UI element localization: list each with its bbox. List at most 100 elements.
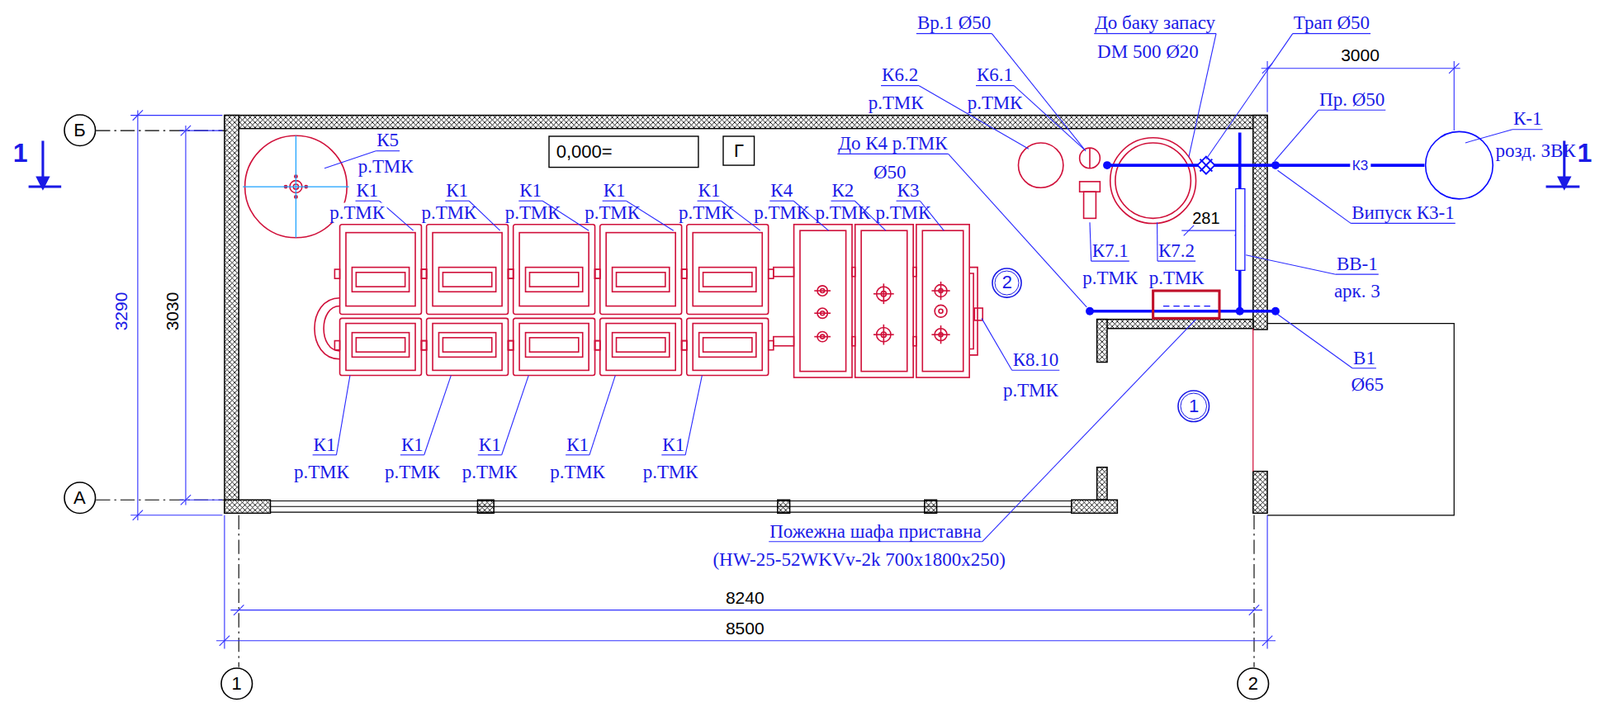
leader-label: Трап Ø50 <box>1293 13 1370 33</box>
label-underline <box>602 200 627 202</box>
leader-label: К3 <box>897 179 920 199</box>
dimension-line <box>230 609 1263 611</box>
tank-symbol <box>245 135 1197 238</box>
node-text: А <box>73 487 86 508</box>
box-border <box>549 136 699 168</box>
equipment-unit <box>940 281 943 300</box>
label-text: р.ТМК <box>753 203 810 223</box>
label-text: р.ТМК <box>462 462 518 482</box>
tank-symbol <box>1084 191 1097 218</box>
node-text: 1 <box>1188 396 1199 417</box>
label-underline <box>444 200 469 202</box>
equipment-unit <box>773 267 795 277</box>
leader-line <box>1277 313 1353 368</box>
grid-axis-bubble: 2 <box>1236 667 1270 701</box>
equipment-unit <box>314 224 983 378</box>
leader-label: К1 <box>566 434 589 454</box>
pipe-joint <box>1085 160 1280 316</box>
label-underline <box>830 200 855 202</box>
pipe-joint <box>1271 307 1280 316</box>
bubble-ring <box>992 268 1022 298</box>
dimension-line <box>1448 63 1459 74</box>
label-underline <box>355 200 380 202</box>
leader-line <box>501 375 530 455</box>
label-text: 1 <box>1577 139 1593 166</box>
label-text: р.ТМК <box>875 203 931 223</box>
axis-cross <box>295 135 297 238</box>
floor-drain <box>1197 156 1215 175</box>
label-underline <box>1335 274 1379 275</box>
fire-cabinet <box>1163 305 1211 307</box>
leader-label: До К4 р.ТМК <box>837 133 947 153</box>
label-text: р.ТМК <box>1082 268 1138 288</box>
label-underline <box>478 454 502 455</box>
node-text: 2 <box>1002 272 1013 293</box>
equipment-unit <box>883 283 886 304</box>
wall <box>1071 499 1118 513</box>
tank-symbol <box>1017 142 1063 188</box>
label-underline <box>1093 33 1217 34</box>
label-text: р.ТМК <box>678 203 734 223</box>
label-text: (HW-25-52WKVv-2k 700x1800x250) <box>712 549 1006 569</box>
pipe <box>1107 163 1425 167</box>
window <box>270 511 1072 513</box>
label-text: К3 <box>1349 158 1371 173</box>
label-text: р.ТМК <box>1149 268 1205 288</box>
axis-cross <box>242 135 350 238</box>
section-mark <box>28 140 1581 188</box>
grid-axis-bubble: 1 <box>220 667 254 701</box>
leader-label: Вр.1 Ø50 <box>917 13 991 33</box>
bubble-ring <box>1180 392 1208 420</box>
leader-line <box>1245 255 1336 275</box>
radiator-unit <box>421 224 513 315</box>
leader-line <box>1277 170 1351 223</box>
radiator-unit <box>595 317 687 375</box>
leader-label: К1 <box>603 179 626 199</box>
equipment-unit <box>883 324 886 346</box>
tank-symbol <box>1115 142 1191 218</box>
leader-line <box>1156 222 1159 261</box>
dimension-line <box>1262 635 1273 646</box>
label-underline <box>697 200 722 202</box>
wall <box>224 115 239 514</box>
equipment-unit <box>934 304 947 318</box>
pipe-joint <box>1235 307 1245 316</box>
dimension-line <box>132 510 143 521</box>
pipe <box>1089 309 1276 313</box>
radiator-unit <box>595 224 687 315</box>
label-text: арк. 3 <box>1334 281 1381 301</box>
dimension-line <box>1183 225 1194 236</box>
label-underline <box>375 150 400 152</box>
grid-axis-bubble: Б <box>63 113 97 147</box>
pipe-joint <box>1271 160 1280 170</box>
dimension-line <box>180 125 191 136</box>
leader-line <box>948 153 1088 307</box>
leader-label: К7.1 <box>1092 240 1129 260</box>
dimension-line <box>180 494 191 505</box>
wall <box>224 499 271 513</box>
equipment-unit <box>814 336 831 338</box>
node-text: 1 <box>231 673 242 694</box>
bubble-ring <box>1178 390 1210 422</box>
equipment-unit <box>922 230 963 371</box>
label-underline <box>565 454 590 455</box>
label-text: DM 500 Ø20 <box>1097 41 1199 61</box>
label-text: р.ТМК <box>326 203 388 223</box>
node-text: Г <box>733 141 744 161</box>
equipment-unit <box>913 267 917 277</box>
valve <box>1235 189 1245 271</box>
equipment-unit <box>940 325 943 344</box>
equipment-unit <box>852 336 856 346</box>
tank-symbol <box>1110 137 1197 224</box>
label-underline <box>1512 128 1543 130</box>
box-border <box>723 136 755 166</box>
leader-label: К7.2 <box>1158 240 1195 260</box>
section-mark <box>41 140 44 180</box>
leader-label: К6.2 <box>881 65 919 85</box>
leader-label: К1 <box>401 434 424 454</box>
floor-drain <box>1200 159 1213 172</box>
label-underline <box>661 454 686 455</box>
label-underline <box>1350 222 1456 224</box>
label-underline <box>975 85 1014 86</box>
floor-drain <box>1197 156 1215 175</box>
